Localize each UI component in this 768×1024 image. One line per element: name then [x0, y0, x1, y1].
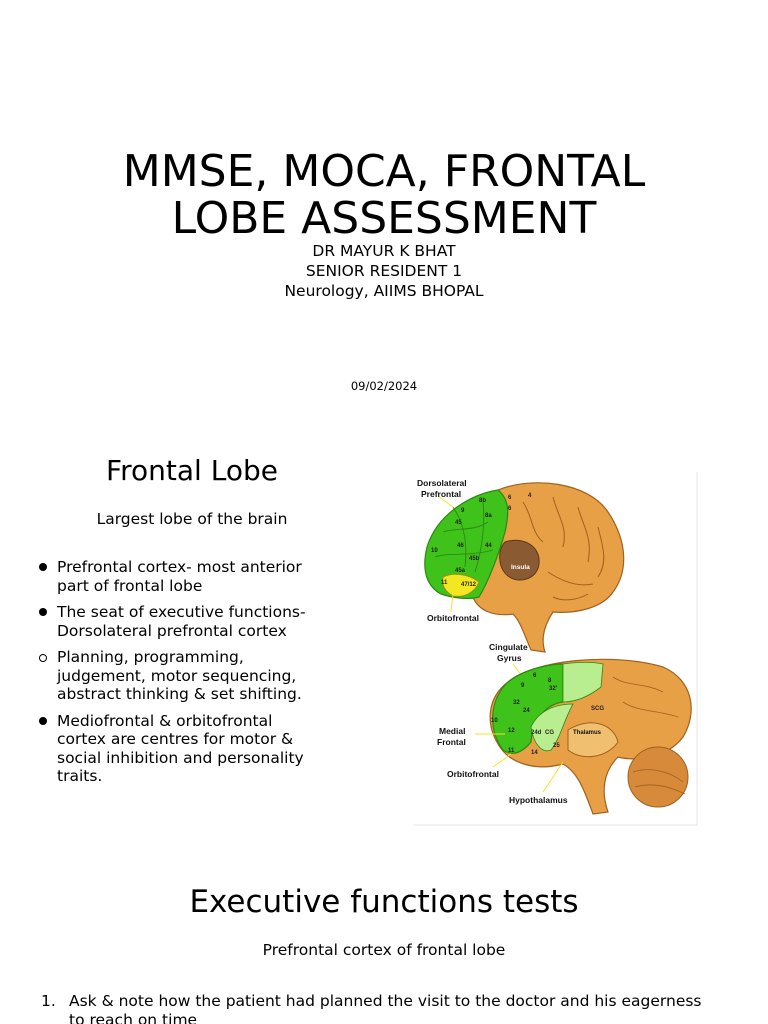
svg-text:32: 32 — [513, 700, 520, 706]
cingulate-label-2: Gyrus — [497, 653, 522, 663]
dorsolateral-label-2: Prefrontal — [421, 489, 461, 499]
cingulate-label-1: Cingulate — [489, 642, 528, 652]
author-name: DR MAYUR K BHAT — [312, 242, 456, 260]
bullet-line: Mediofrontal & orbitofrontal — [57, 711, 273, 730]
numbered-list: 1. Ask & note how the patient had planne… — [37, 992, 727, 1024]
bullet-line: Prefrontal cortex- most anterior — [57, 558, 302, 576]
bullet-line: social inhibition and personality — [57, 748, 304, 767]
bullet-line: Dorsolateral prefrontal cortex — [57, 621, 287, 640]
svg-text:47/12: 47/12 — [461, 582, 477, 588]
svg-text:44: 44 — [485, 543, 492, 549]
svg-text:8: 8 — [548, 678, 552, 684]
bullet-hollow-circle-icon — [39, 654, 47, 662]
slide-subtitle: Largest lobe of the brain — [96, 510, 288, 528]
title-slide: MMSE, MOCA, FRONTAL LOBE ASSESSMENT DR M… — [0, 0, 768, 430]
svg-text:32': 32' — [549, 686, 558, 692]
hypothalamus-label: Hypothalamus — [509, 795, 568, 805]
frontal-lobe-slide: Frontal Lobe Largest lobe of the brain P… — [0, 430, 768, 850]
orbitofrontal-label-bottom: Orbitofrontal — [447, 769, 499, 779]
presenter-info: DR MAYUR K BHAT SENIOR RESIDENT 1 Neurol… — [0, 241, 768, 301]
svg-text:6: 6 — [508, 495, 512, 501]
svg-text:45b: 45b — [469, 556, 480, 562]
svg-text:8a: 8a — [485, 513, 492, 519]
title-line-2: LOBE ASSESSMENT — [171, 193, 597, 244]
presentation-date: 09/02/2024 — [350, 379, 418, 393]
list-number: 1. — [41, 992, 56, 1010]
svg-text:45a: 45a — [455, 568, 466, 574]
svg-text:12: 12 — [508, 728, 515, 734]
list-item: Mediofrontal & orbitofrontal cortex are … — [37, 712, 337, 786]
svg-text:14: 14 — [531, 750, 538, 756]
insula-label: Insula — [511, 564, 530, 571]
bullet-dot-icon — [39, 563, 47, 571]
svg-text:6: 6 — [533, 673, 537, 679]
list-item: The seat of executive functions- Dorsola… — [37, 603, 337, 640]
svg-text:11: 11 — [441, 580, 448, 586]
bullet-line: abstract thinking & set shifting. — [57, 685, 302, 703]
author-department: Neurology, AIIMS BHOPAL — [284, 282, 484, 300]
medial-frontal-label-2: Frontal — [437, 737, 466, 747]
svg-text:8b: 8b — [479, 498, 486, 504]
svg-text:24d: 24d — [531, 730, 542, 736]
slide-title: Frontal Lobe — [106, 454, 278, 487]
bullet-line: judgement, motor sequencing, — [57, 666, 297, 685]
svg-text:CG: CG — [545, 730, 554, 736]
slide-subtitle: Prefrontal cortex of frontal lobe — [262, 941, 506, 959]
medial-frontal-label-1: Medial — [439, 726, 465, 736]
svg-text:45: 45 — [455, 520, 462, 526]
thalamus-label: Thalamus — [573, 730, 602, 736]
bullet-dot-icon — [39, 608, 47, 616]
bullet-line: traits. — [57, 767, 103, 785]
svg-text:24: 24 — [523, 708, 530, 714]
svg-text:25: 25 — [553, 743, 560, 749]
bullet-line: The seat of executive functions- — [57, 603, 306, 621]
bullet-line: Planning, programming, — [57, 648, 244, 666]
svg-text:46: 46 — [457, 543, 464, 549]
list-line: Ask & note how the patient had planned t… — [69, 992, 702, 1010]
medial-brain-view: Cingulate Gyrus — [437, 642, 692, 815]
author-position: SENIOR RESIDENT 1 — [305, 262, 463, 280]
list-line: to reach on time — [69, 1010, 198, 1024]
list-item: Prefrontal cortex- most anterior part of… — [37, 558, 337, 595]
slide-title: Executive functions tests — [189, 884, 579, 920]
svg-text:10: 10 — [491, 718, 498, 724]
svg-text:11: 11 — [508, 748, 515, 754]
svg-text:SCG: SCG — [591, 706, 604, 712]
svg-text:10: 10 — [431, 548, 438, 554]
title-line-1: MMSE, MOCA, FRONTAL — [122, 146, 646, 197]
svg-text:6: 6 — [508, 506, 512, 512]
svg-text:4: 4 — [528, 493, 532, 499]
svg-text:9: 9 — [461, 508, 465, 514]
orbitofrontal-label-top: Orbitofrontal — [427, 613, 479, 623]
bullet-dot-icon — [39, 716, 47, 725]
list-item: 1. Ask & note how the patient had planne… — [37, 992, 727, 1024]
presentation-title: MMSE, MOCA, FRONTAL LOBE ASSESSMENT — [0, 148, 768, 242]
list-item: Planning, programming, judgement, motor … — [37, 648, 337, 704]
executive-functions-slide: Executive functions tests Prefrontal cor… — [0, 850, 768, 1024]
svg-text:9: 9 — [521, 683, 525, 689]
bullet-list: Prefrontal cortex- most anterior part of… — [37, 558, 337, 794]
bullet-line: cortex are centres for motor & — [57, 730, 294, 748]
bullet-line: part of frontal lobe — [57, 576, 203, 595]
dorsolateral-label-1: Dorsolateral — [417, 478, 467, 488]
